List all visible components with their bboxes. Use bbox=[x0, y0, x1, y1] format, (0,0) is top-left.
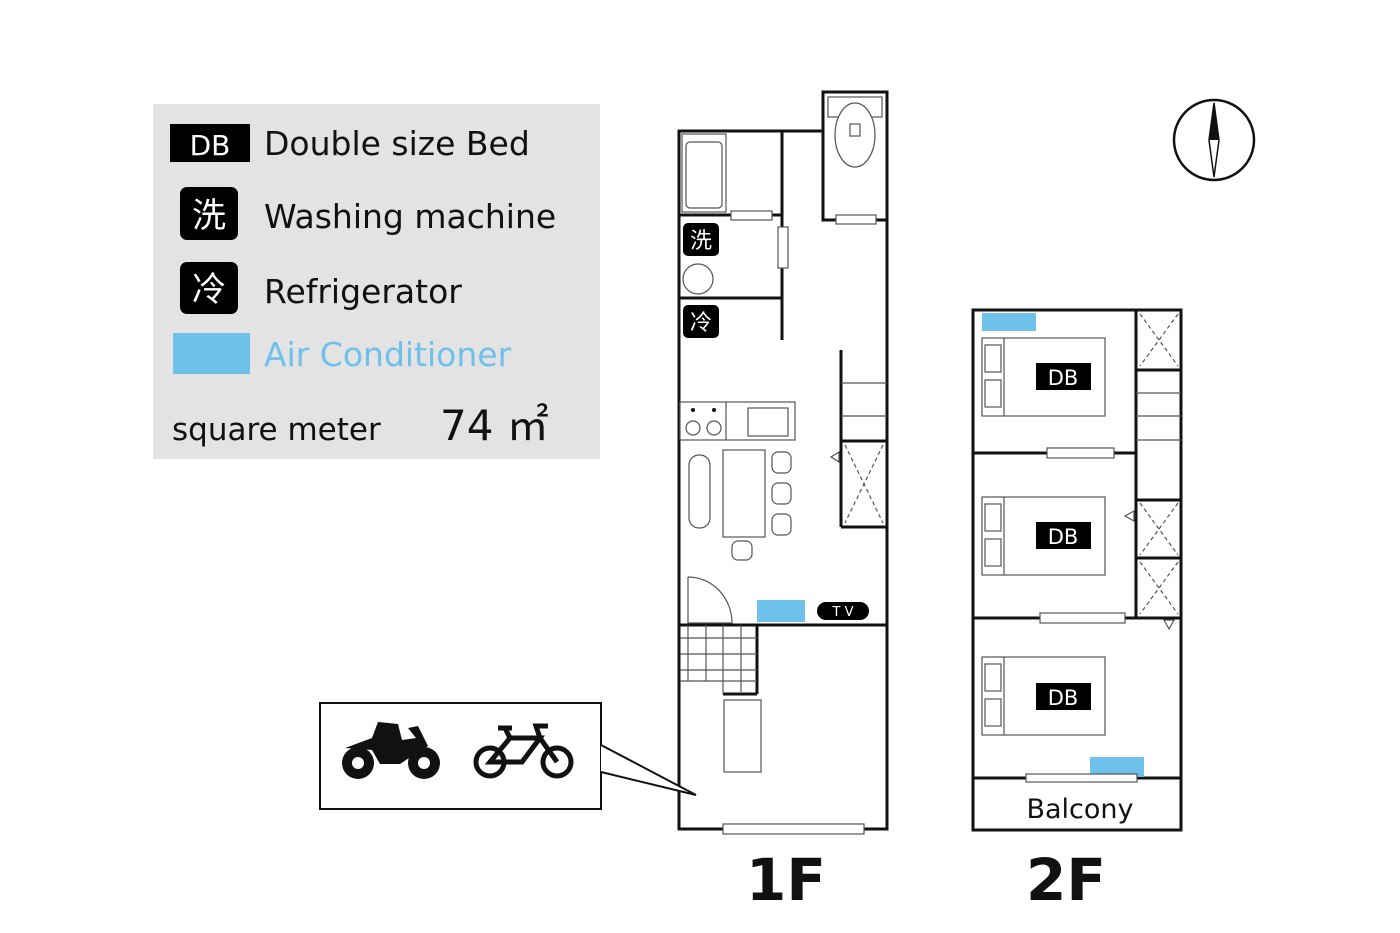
ac-swatch bbox=[173, 333, 250, 374]
floor-2-outer-wall bbox=[971, 308, 1183, 832]
legend: DB Double size Bed 洗 Washing machine 冷 R… bbox=[153, 104, 600, 459]
fridge-marker bbox=[683, 305, 719, 338]
washer-badge-text: 洗 bbox=[192, 196, 226, 236]
entrance-door-swing bbox=[687, 576, 733, 624]
ac-unit-2f-bedroom-3 bbox=[1090, 757, 1144, 777]
sofa-icon bbox=[688, 454, 711, 529]
fridge-marker-text: 冷 bbox=[690, 311, 712, 336]
chair-icon bbox=[771, 513, 792, 536]
floor-2-plan: DB DB DB Balcony 2F bbox=[971, 308, 1183, 914]
fridge-legend-label: Refrigerator bbox=[264, 272, 462, 311]
washer-legend-label: Washing machine bbox=[264, 197, 556, 236]
ac-legend-label: Air Conditioner bbox=[264, 335, 512, 374]
bath-door bbox=[730, 210, 773, 221]
bedroom-door bbox=[1039, 612, 1126, 624]
floor-1-label: 1F bbox=[746, 846, 826, 914]
washer-marker-text: 洗 bbox=[690, 229, 712, 254]
entrance-steps bbox=[680, 625, 759, 696]
bed-badge-text: DB bbox=[190, 129, 231, 162]
chair-icon bbox=[771, 482, 792, 505]
washer-marker bbox=[683, 223, 719, 256]
chair-icon bbox=[771, 451, 792, 474]
shoe-rack bbox=[723, 699, 762, 773]
bed-badge-text: DB bbox=[1048, 686, 1079, 710]
dining-table bbox=[722, 449, 766, 538]
bed-3: DB bbox=[981, 656, 1106, 736]
bicycle-icon bbox=[473, 723, 574, 779]
kitchen-counter bbox=[679, 401, 796, 441]
parking-callout bbox=[319, 702, 697, 810]
bedroom-door bbox=[1046, 447, 1115, 459]
ac-unit-1f bbox=[757, 600, 805, 622]
washer-badge bbox=[180, 187, 238, 240]
balcony-label: Balcony bbox=[1026, 794, 1133, 825]
bed-badge bbox=[170, 124, 250, 162]
bed-badge-text: DB bbox=[1048, 366, 1079, 390]
sink-icon bbox=[682, 263, 714, 295]
motorcycle-icon bbox=[342, 722, 440, 779]
bed-2: DB bbox=[981, 496, 1106, 576]
bed-1: DB bbox=[981, 337, 1106, 417]
bed-badge-text: DB bbox=[1048, 525, 1079, 549]
area-label: square meter bbox=[172, 412, 381, 448]
tv-badge bbox=[817, 602, 869, 620]
north-arrow-icon bbox=[1172, 98, 1256, 182]
toilet-door bbox=[835, 214, 877, 225]
fridge-badge bbox=[180, 262, 238, 314]
stairs-1f bbox=[829, 350, 887, 529]
floor-2-label: 2F bbox=[1026, 846, 1106, 914]
ac-unit-2f-bedroom-1 bbox=[982, 313, 1036, 331]
chair-icon bbox=[731, 540, 753, 561]
garage-door bbox=[722, 823, 865, 835]
floor-1-plan: 洗 冷 T bbox=[677, 90, 889, 914]
balcony-window bbox=[1025, 773, 1138, 783]
area-value: 74 ㎡ bbox=[440, 401, 549, 450]
washroom-door bbox=[777, 226, 789, 269]
fridge-badge-text: 冷 bbox=[192, 270, 226, 310]
tv-label: T V bbox=[832, 605, 854, 620]
bed-legend-label: Double size Bed bbox=[264, 124, 530, 163]
